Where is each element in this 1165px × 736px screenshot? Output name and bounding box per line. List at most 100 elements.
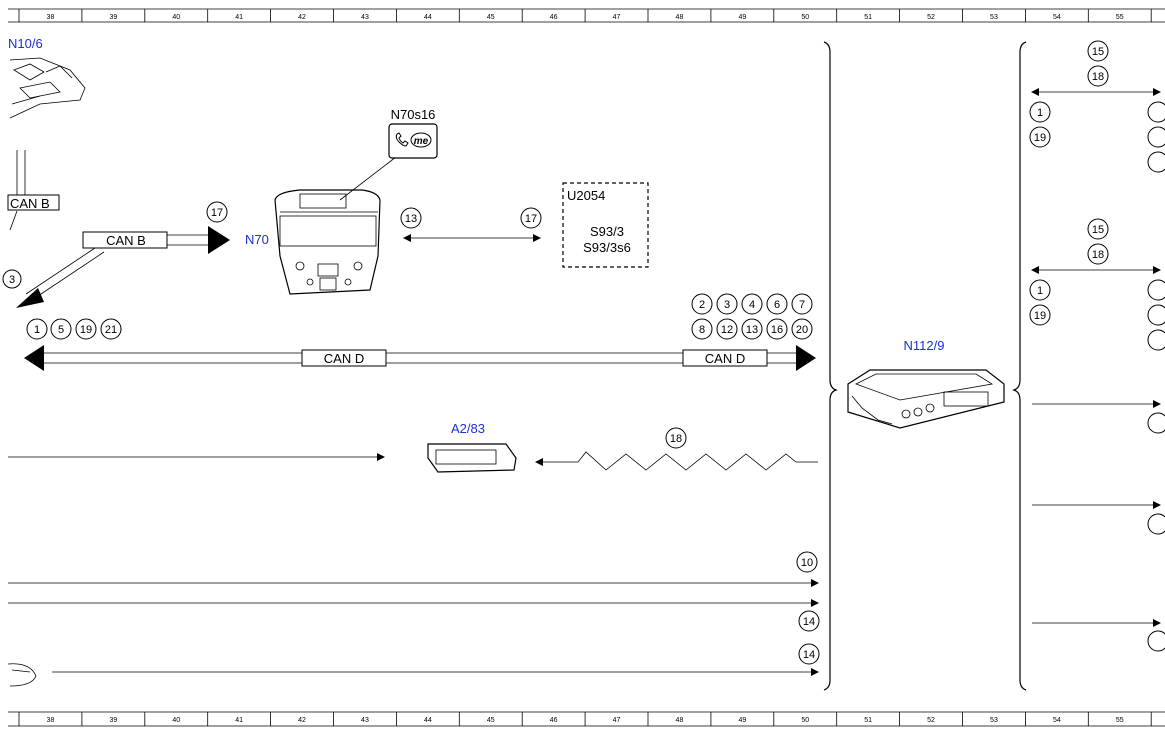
ruler-label: 39 [109,717,117,724]
circle-14-b: 14 [803,649,815,661]
ruler-label: 44 [424,14,432,21]
circle-3-r: 3 [724,299,730,311]
can-d-bus: CAN D CAN D [24,345,816,371]
ruler-label: 51 [864,717,872,724]
circle-18: 18 [670,433,682,445]
ruler-label: 50 [801,717,809,724]
ruler-label: 45 [487,717,495,724]
s93-3s6-label: S93/3s6 [583,240,631,255]
ruler-label: 44 [424,717,432,724]
ruler-label: 40 [172,717,180,724]
ruler-label: 53 [990,717,998,724]
circle-3: 3 [9,274,15,286]
lower-lines: 10 14 14 [7,551,820,687]
circle-17-a: 17 [211,207,223,219]
ruler-label: 54 [1053,14,1061,21]
circle-1: 1 [34,324,40,336]
ruler-label: 46 [550,717,558,724]
bracket-right [1012,41,1027,691]
circle-4: 4 [749,299,755,311]
circle-12: 12 [721,324,733,336]
circle-15-b: 15 [1092,224,1104,236]
can-b-mid-bus: CAN B 17 [82,201,230,254]
ruler-label: 45 [487,14,495,21]
n70-component: N70 [245,156,397,295]
circle-5: 5 [58,324,64,336]
bracket-left [823,41,838,691]
ruler-label: 52 [927,717,935,724]
right-signals: 15 18 1 19 15 18 1 19 [1029,40,1165,652]
ruler-label: 39 [109,14,117,21]
circle-19-a: 19 [1034,132,1046,144]
circle-1-b: 1 [1037,285,1043,297]
s93-3-label: S93/3 [590,224,624,239]
circle-1-a: 1 [1037,107,1043,119]
circle-10: 10 [801,557,813,569]
can-d-left-label: CAN D [324,351,364,366]
u2054-label: U2054 [567,188,605,203]
ruler-label: 41 [235,14,243,21]
circle-2: 2 [699,299,705,311]
can-b-left-label: CAN B [10,196,50,211]
ruler-label: 49 [738,717,746,724]
n112-9-label: N112/9 [904,338,945,353]
circle-20: 20 [796,324,808,336]
ruler-label: 53 [990,14,998,21]
can-b-diagonal: 3 [2,245,105,308]
circle-13: 13 [405,213,417,225]
ruler-label: 49 [738,14,746,21]
ruler-label: 48 [676,14,684,21]
ruler-label: 40 [172,14,180,21]
can-b-left-bus: CAN B [7,150,60,231]
ruler-label: 51 [864,14,872,21]
can-d-right-label: CAN D [705,351,745,366]
circle-6: 6 [774,299,780,311]
svg-text:me: me [414,136,429,147]
circle-15-a: 15 [1092,46,1104,58]
n70-label: N70 [245,232,269,247]
bottom-ruler: 38 39 40 41 42 43 44 45 46 47 48 49 50 51 52 53 54 55 [8,711,1165,727]
circle-14-a: 14 [803,616,815,628]
ruler-label: 43 [361,717,369,724]
phone-me-icon: me [395,132,432,148]
ruler-label: 38 [47,717,55,724]
n10-6-component: N10/6 [8,36,86,119]
n10-6-label: N10/6 [8,36,43,51]
circle-17-b: 17 [525,213,537,225]
ruler-label: 48 [676,717,684,724]
ruler-label: 41 [235,717,243,724]
circle-18-a: 18 [1092,71,1104,83]
circle-7: 7 [799,299,805,311]
ruler-label: 42 [298,717,306,724]
circle-18-b: 18 [1092,249,1104,261]
ruler-label: 54 [1053,717,1061,724]
ruler-label: 50 [801,14,809,21]
ruler-label: 43 [361,14,369,21]
a2-83-component: A2/83 18 [8,421,818,473]
n112-9-component: N112/9 [847,338,1005,429]
circle-19-b: 19 [1034,310,1046,322]
ruler-label: 55 [1116,717,1124,724]
ruler-label: 52 [927,14,935,21]
can-b-mid-label: CAN B [106,233,146,248]
circles-left-can-d: 1 5 19 21 [26,318,122,340]
circle-19: 19 [80,324,92,336]
link-13-17: 13 17 [400,207,542,242]
ruler-label: 46 [550,14,558,21]
ruler-label: 42 [298,14,306,21]
circle-13-r: 13 [746,324,758,336]
ruler-label: 47 [613,717,621,724]
circle-16: 16 [771,324,783,336]
n70s16-component: N70s16 me [388,107,438,159]
circles-right-can-d: 2 3 4 6 7 8 12 13 16 20 [691,293,813,340]
n70s16-label: N70s16 [391,107,436,122]
u2054-box: U2054 S93/3 S93/3s6 [562,182,649,268]
ruler-label: 47 [613,14,621,21]
circle-21: 21 [105,324,117,336]
ruler-label: 55 [1116,14,1124,21]
circle-8: 8 [699,324,705,336]
a2-83-label: A2/83 [451,421,485,436]
